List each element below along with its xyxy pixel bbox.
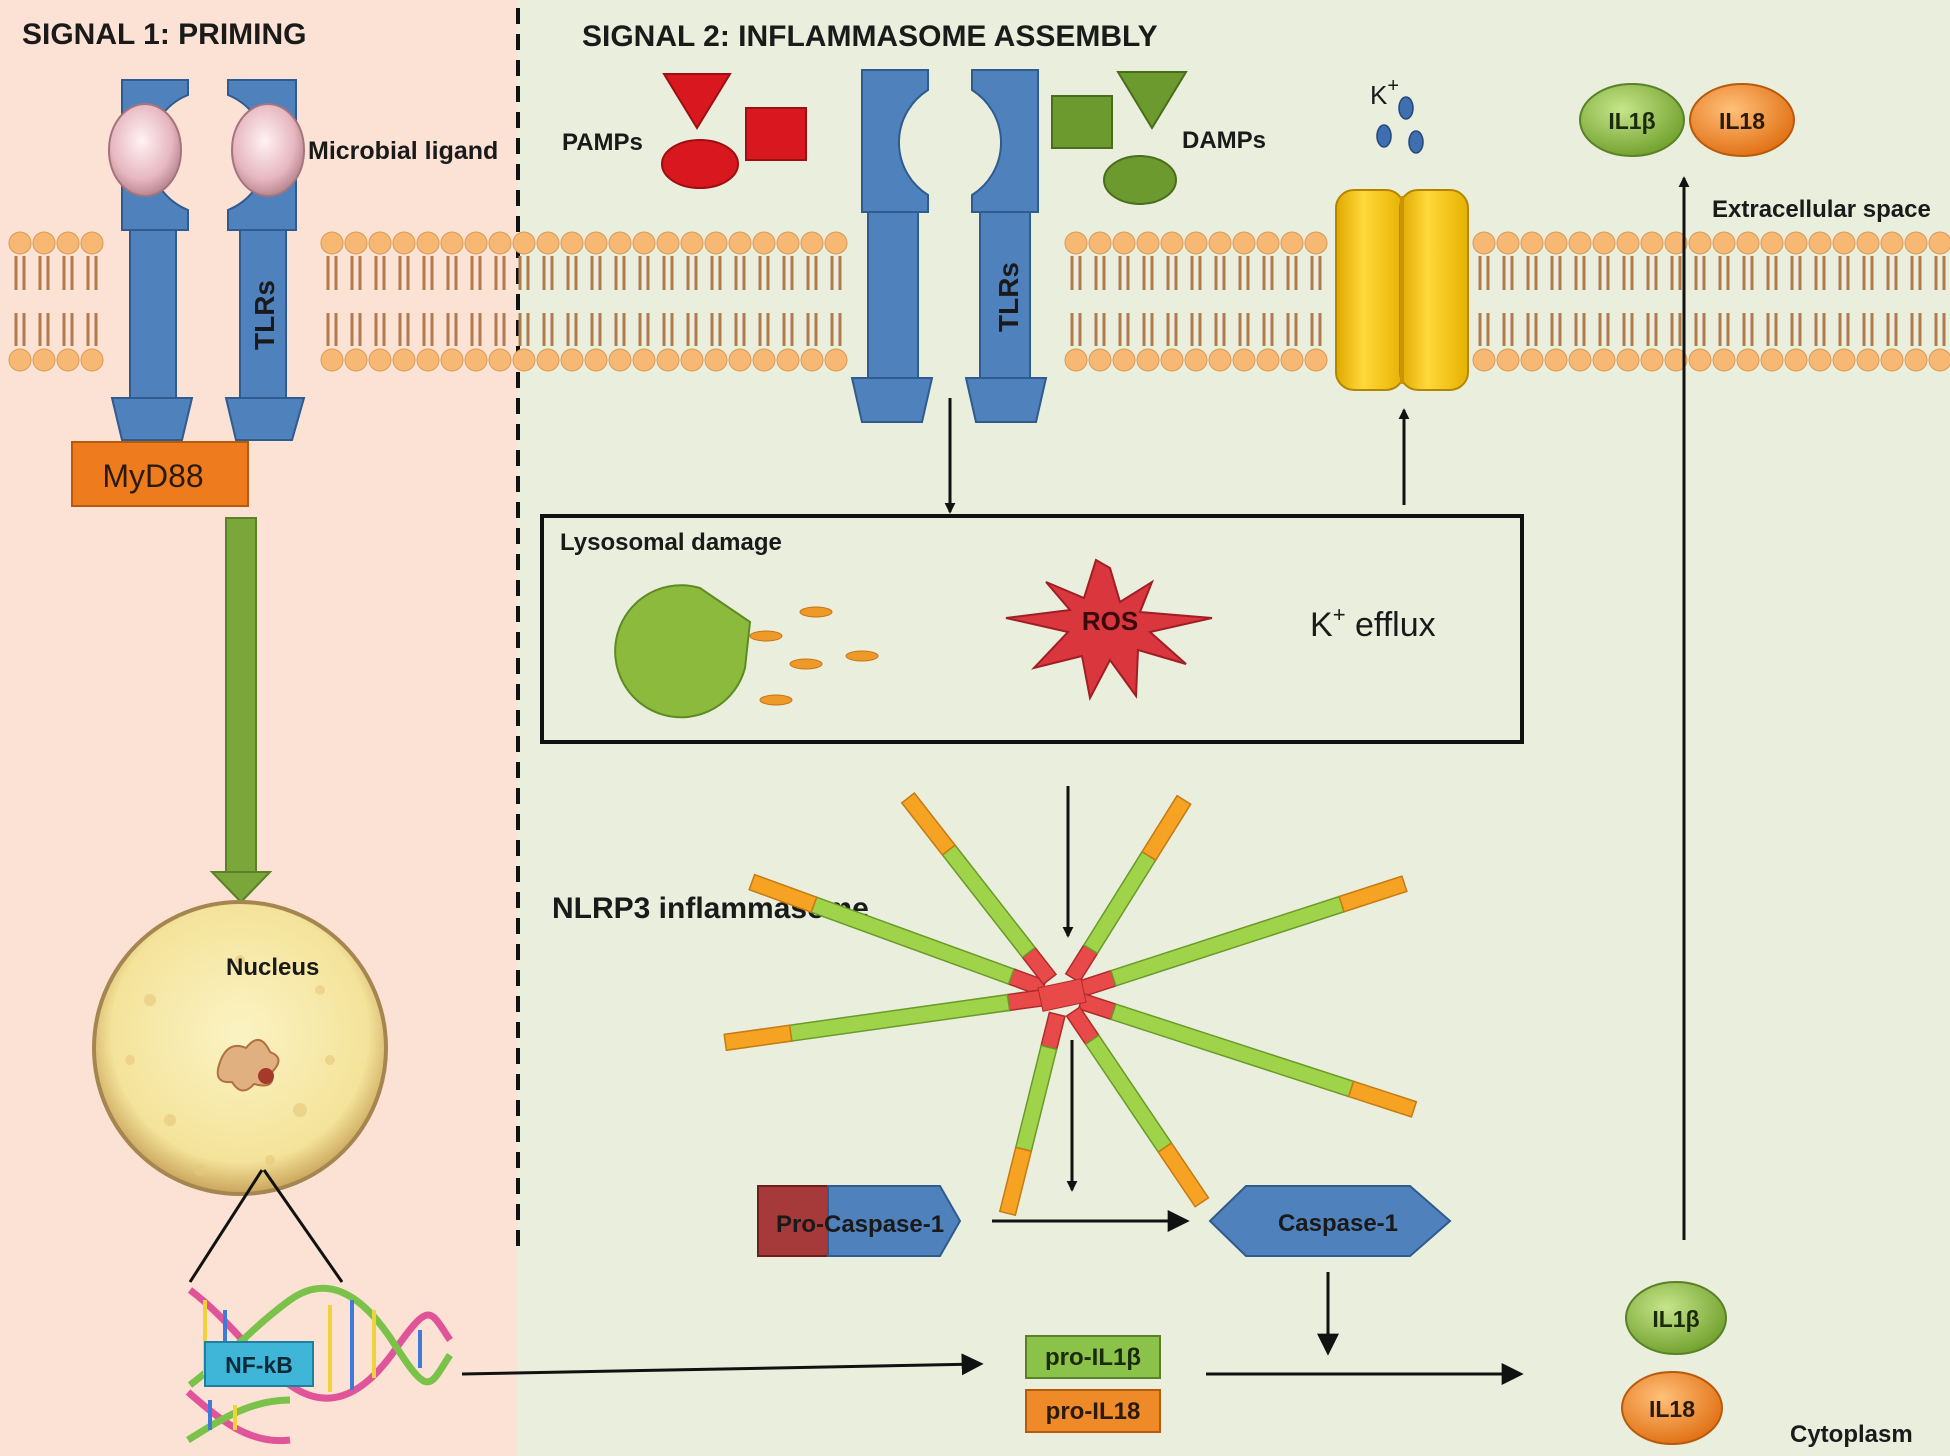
extracellular-space-label: Extracellular space <box>1712 196 1931 223</box>
chromatin <box>216 1039 280 1092</box>
k-ion-label: K+ <box>1370 75 1399 110</box>
il1b-bottom-label: IL1β <box>1652 1306 1699 1332</box>
ros-burst <box>1005 558 1213 701</box>
nfkb-label: NF-kB <box>225 1352 293 1378</box>
myd88-label: MyD88 <box>102 458 203 494</box>
caspase-1 <box>1208 1185 1452 1257</box>
tlr-receptor-right <box>850 69 1048 423</box>
pro-caspase-label: Pro-Caspase-1 <box>776 1211 944 1238</box>
nlrp3-inflammasome <box>723 792 1418 1217</box>
microbial-ligand-left <box>108 103 182 197</box>
pamp-oval <box>661 139 739 189</box>
damp-square <box>1051 95 1113 149</box>
pro-il18-box <box>1025 1389 1161 1433</box>
pamp-square <box>745 107 807 161</box>
il1b-bottom <box>1625 1281 1727 1355</box>
priming-arrow <box>209 517 273 904</box>
lysosome-pacman <box>614 584 752 719</box>
nucleus-speckles <box>125 955 335 1176</box>
damp-oval <box>1103 155 1177 205</box>
signal2-title: SIGNAL 2: INFLAMMASOME ASSEMBLY <box>582 20 1158 53</box>
pamp-triangle <box>662 73 732 130</box>
caspase-1-label: Caspase-1 <box>1278 1210 1398 1237</box>
il1b-top <box>1579 83 1685 157</box>
arrow-transcription <box>461 1353 984 1376</box>
il18-bottom <box>1621 1371 1723 1445</box>
il18-top <box>1689 83 1795 157</box>
zoom-line-left <box>188 1169 264 1283</box>
tlrs-label-left: TLRs <box>249 280 280 350</box>
damp-triangle <box>1116 71 1188 130</box>
il18-bottom-label: IL18 <box>1649 1396 1695 1422</box>
pro-caspase-1 <box>757 1185 962 1257</box>
k-ions <box>1376 96 1424 154</box>
tlrs-label-right: TLRs <box>993 262 1024 332</box>
il18-top-label: IL18 <box>1719 108 1765 134</box>
damage-box <box>540 514 1524 744</box>
myd88-box <box>71 441 249 507</box>
potassium-channel <box>1335 189 1469 391</box>
microbial-ligand-right <box>231 103 305 197</box>
k-efflux-label: K+ efflux <box>1310 602 1436 644</box>
ros-label: ROS <box>1082 606 1138 636</box>
nfkb-box <box>204 1341 314 1387</box>
signal1-title: SIGNAL 1: PRIMING <box>22 18 306 51</box>
pro-il18-label: pro-IL18 <box>1046 1398 1141 1425</box>
zoom-line-right <box>262 1169 344 1283</box>
pro-il1b-label: pro-IL1β <box>1045 1344 1141 1371</box>
pro-il1b-box <box>1025 1335 1161 1379</box>
cytoplasm-label: Cytoplasm <box>1790 1421 1913 1448</box>
lysosomal-damage-label: Lysosomal damage <box>560 529 782 556</box>
microbial-ligand-label: Microbial ligand <box>308 137 498 165</box>
lysosome-particles <box>749 606 879 706</box>
cell-membrane <box>8 231 1950 372</box>
il1b-top-label: IL1β <box>1608 108 1655 134</box>
nucleus-label: Nucleus <box>226 954 319 981</box>
pamps-label: PAMPs <box>562 129 643 156</box>
damps-label: DAMPs <box>1182 127 1266 154</box>
